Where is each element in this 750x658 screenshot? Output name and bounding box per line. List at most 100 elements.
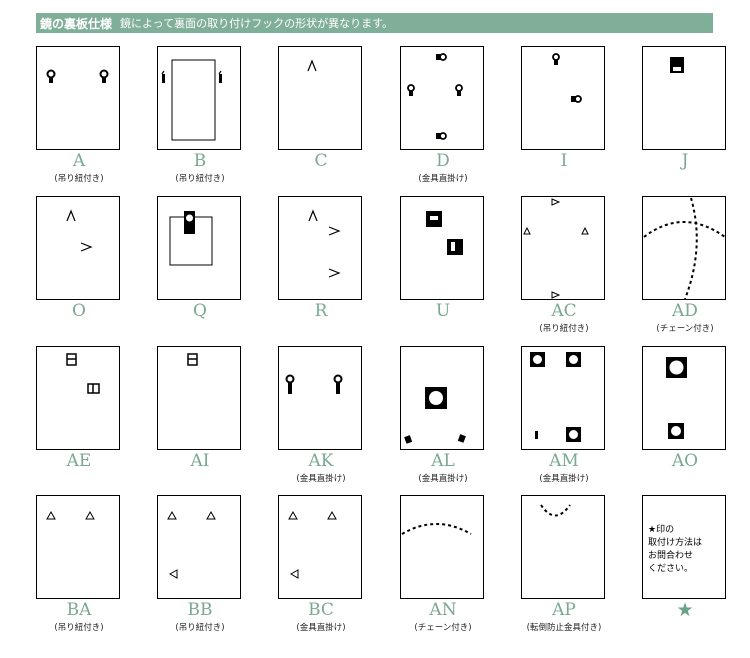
hook-layout-ai [187, 353, 198, 366]
hanging-note: (金具直掛け) [539, 474, 589, 484]
wedge-hook-icon [66, 209, 76, 222]
hook-layout-d [407, 53, 463, 140]
back-panel-diagram-an [400, 495, 484, 599]
hanging-note: (チェーン付き) [414, 623, 472, 633]
back-panel-diagram-b [157, 46, 241, 150]
back-panel-diagram-ai [157, 346, 241, 450]
model-code: AO [671, 451, 699, 471]
back-panel-cell-b: B (吊り紐付き) [145, 46, 255, 196]
foot-bracket-icon [404, 435, 413, 444]
contact-note-line: お問合わせ [648, 551, 694, 561]
model-code: AM [549, 451, 579, 471]
foot-bracket-icon [457, 434, 466, 443]
side-hook-icon [161, 70, 165, 83]
back-panel-cell-an: AN (チェーン付き) [388, 495, 498, 645]
key-hook-icon [552, 53, 560, 65]
hanging-note: (吊り紐付き) [54, 623, 104, 633]
section-subtitle: 鏡によって裏面の取り付けフックの形状が異なります。 [120, 17, 394, 30]
wedge-hook-icon [308, 209, 318, 222]
hook-layout-ba [46, 510, 95, 520]
contact-note-line: 取付け方法は [648, 538, 703, 548]
round-plate-hook-icon [566, 352, 581, 367]
triangle-hook-icon [168, 569, 178, 579]
hook-layout-al [404, 387, 466, 444]
wedge-hook-icon [80, 242, 93, 252]
hanging-note: (金具直掛け) [418, 174, 468, 184]
back-panel-cell-ba: BA (吊り紐付き) [24, 495, 134, 645]
back-panel-diagram-ba [36, 495, 120, 599]
back-panel-cell-am: AM (金具直掛け) [509, 346, 619, 496]
back-panel-cell-al: AL (金具直掛け) [388, 346, 498, 496]
hanging-note: (チェーン付き) [656, 324, 714, 334]
hook-layout-q [169, 211, 213, 266]
star-icon: ★ [676, 599, 694, 621]
back-panel-diagram-ap [521, 495, 605, 599]
triangle-hook-icon [551, 198, 561, 206]
triangle-hook-icon [523, 226, 531, 235]
section-title: 鏡の裏板仕様 [40, 16, 113, 31]
ring-hook-icon [46, 69, 56, 83]
triangle-hook-icon [327, 510, 337, 520]
model-code: C [314, 151, 328, 171]
contact-note: ★印の 取付け方法は お問合わせ ください。 [648, 524, 702, 576]
back-panel-cell-ao: AO [630, 346, 740, 496]
chain-icon [643, 221, 725, 238]
back-panel-cell-o: O [24, 196, 134, 346]
model-code: U [435, 301, 451, 321]
hook-layout-u [426, 211, 463, 255]
model-code: R [314, 301, 328, 321]
chain-icon [684, 197, 698, 299]
hook-layout-b [161, 59, 222, 141]
back-panel-diagram-o [36, 196, 120, 300]
model-code: D [436, 151, 450, 171]
model-code: AK [308, 451, 334, 471]
triangle-hook-icon [581, 226, 589, 235]
back-panel-cell-a: A (吊り紐付き) [24, 46, 134, 196]
wedge-hook-icon [328, 268, 341, 278]
model-code: BB [187, 600, 213, 620]
hook-layout-c [307, 59, 317, 72]
triangle-hook-icon [289, 569, 299, 579]
model-code: AD [672, 301, 698, 321]
ring-hook-icon [333, 374, 343, 394]
model-code: AN [429, 600, 457, 620]
back-panel-diagram-u [400, 196, 484, 300]
wedge-hook-icon [328, 226, 341, 236]
back-panel-diagram-al [400, 346, 484, 450]
back-panel-cell-u: U [388, 196, 498, 346]
back-panel-diagram-ac [521, 196, 605, 300]
back-panel-cell-ai: AI [145, 346, 255, 496]
key-hook-icon [407, 84, 415, 96]
back-panel-cell-ap: AP (転倒防止金具付き) [509, 495, 619, 645]
triangle-hook-icon [167, 510, 177, 520]
hook-layout-am [530, 352, 581, 442]
back-panel-cell-i: I [509, 46, 619, 196]
model-code: A [72, 151, 86, 171]
hanging-note: (吊り紐付き) [175, 174, 225, 184]
hook-layout-a [46, 69, 109, 83]
hook-layout-an [401, 523, 472, 535]
model-code: BA [66, 600, 92, 620]
triangle-hook-icon [46, 510, 56, 520]
back-panel-cell-c: C [266, 46, 376, 196]
hook-layout-ac [523, 198, 589, 299]
model-code: Q [193, 301, 207, 321]
model-code: AC [551, 301, 577, 321]
back-panel-cell-d: D (金具直掛け) [388, 46, 498, 196]
back-panel-contact-card: ★印の 取付け方法は お問合わせ ください。 [642, 495, 726, 599]
hook-layout-ad [643, 197, 725, 299]
contact-note-line: ★印の [648, 525, 675, 535]
hanging-note: (金具直掛け) [296, 474, 346, 484]
back-panel-cell-bb: BB (吊り紐付き) [145, 495, 255, 645]
back-panel-cell-bc: BC (金具直掛け) [266, 495, 376, 645]
hook-layout-r [308, 209, 341, 278]
wedge-hook-icon [307, 59, 317, 72]
back-panel-diagram-r [278, 196, 362, 300]
slot-hook-icon [187, 353, 198, 366]
back-panel-diagram-q [157, 196, 241, 300]
back-panel-diagram-c [278, 46, 362, 150]
back-panel-cell-r: R [266, 196, 376, 346]
plate-hook-icon [447, 239, 463, 255]
back-panel-diagram-ad [642, 196, 726, 300]
side-hook-icon [218, 70, 222, 83]
